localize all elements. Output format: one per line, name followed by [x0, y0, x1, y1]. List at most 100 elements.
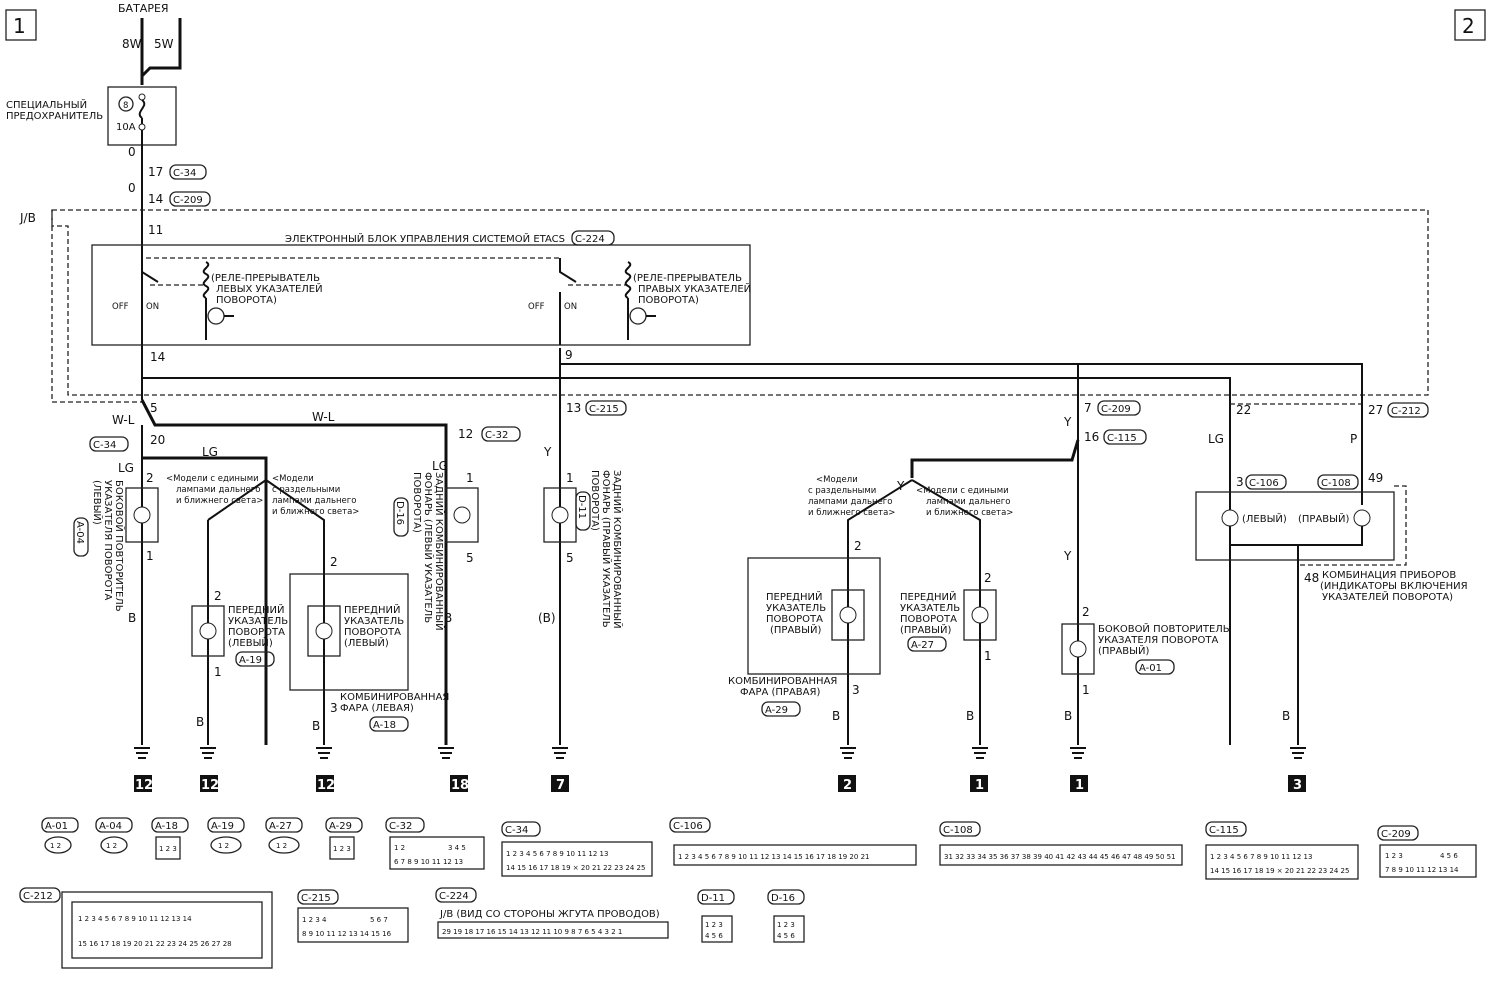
connector-a19-pins: 1 2 — [218, 842, 229, 850]
lamp-box-a04 — [125, 487, 159, 543]
connector-a29-pins: 1 2 3 — [333, 845, 351, 853]
wire-label-8w: 8W — [122, 37, 142, 51]
connector-d11: D-11 1 2 3 4 5 6 — [697, 889, 735, 943]
connector-c32-pins-top: 1 2 — [394, 844, 405, 852]
connector-a18: A-18 1 2 3 — [151, 817, 189, 860]
cluster-lamp-left — [1221, 509, 1239, 527]
relay-left-on: ON — [146, 302, 159, 312]
a27-label-1: ПЕРЕДНИЙ — [900, 590, 956, 603]
headlamp-right-box — [747, 557, 881, 675]
relay-left-label-1: (РЕЛЕ-ПРЕРЫВАТЕЛЬ — [211, 273, 320, 284]
a27-label-4: (ПРАВЫЙ) — [900, 623, 951, 636]
wire-lg-4: LG — [1208, 432, 1224, 446]
page-number-box-left — [5, 9, 37, 41]
page-number-left: 1 — [13, 14, 26, 38]
tag-c34-mid-frame — [89, 436, 129, 452]
connector-c209-pins-top: 1 2 3 — [1385, 852, 1403, 860]
fuse-number: 8 — [123, 101, 128, 111]
a01-pin-2: 2 — [1082, 605, 1090, 619]
cluster-dash — [1298, 485, 1407, 566]
relay-right-label-3: ПОВОРОТА) — [638, 295, 699, 306]
connector-a18-pins: 1 2 3 — [159, 845, 177, 853]
connector-a01-label: A-01 — [45, 821, 68, 832]
wire-lg-1: LG — [202, 445, 218, 459]
connector-c108-label: C-108 — [943, 825, 973, 836]
a29-comb-2: ФАРА (ПРАВАЯ) — [740, 687, 820, 698]
connector-c34-pins-bottom: 14 15 16 17 18 19 × 20 21 22 23 24 25 — [506, 864, 645, 872]
wire-b-2: B — [196, 715, 204, 729]
connector-d16: D-16 1 2 3 4 5 6 — [767, 889, 805, 943]
tag-a29: A-29 — [765, 705, 788, 716]
connector-a27: A-27 1 2 — [265, 817, 303, 854]
wire-wl-1: W-L — [112, 413, 135, 427]
wire-y-1: Y — [543, 445, 552, 459]
relay-right-coil — [624, 261, 632, 299]
ground-7-label: 1 — [975, 778, 984, 793]
d16-label-2: ФОНАРЬ (ЛЕВЫЙ УКАЗАТЕЛЬ — [422, 472, 435, 623]
d16-pin-1: 1 — [466, 471, 474, 485]
wire-y-branch — [910, 439, 1080, 478]
pin-22: 22 — [1236, 403, 1251, 417]
tag-c34-mid: C-34 — [93, 440, 116, 451]
wire-p: P — [1350, 432, 1357, 446]
tag-c212: C-212 — [1391, 406, 1421, 417]
a18-label-1: ПЕРЕДНИЙ — [344, 603, 400, 616]
wire-y-variant-a — [847, 479, 913, 745]
cluster-label-3: УКАЗАТЕЛЕЙ ПОВОРОТА) — [1322, 590, 1453, 603]
lamp-d16 — [453, 506, 471, 524]
jb-label: J/B — [19, 211, 36, 225]
wire-y-3: Y — [896, 479, 905, 493]
connector-c224-pins: 29 19 18 17 16 15 14 13 12 11 10 9 8 7 6… — [442, 928, 622, 936]
relay-right-contact — [559, 258, 577, 345]
pin-16: 16 — [1084, 430, 1099, 444]
connector-d11-pins-bottom: 4 5 6 — [705, 932, 723, 940]
connector-c32-pins-top2: 3 4 5 — [448, 844, 466, 852]
a29-pin-2: 2 — [854, 539, 862, 553]
wire-lg-2: LG — [118, 461, 134, 475]
variant-single-2: лампами дальнего — [176, 485, 260, 495]
ground-9: 3 — [1288, 747, 1306, 793]
d11-label-3: ПОВОРОТА) — [589, 470, 600, 531]
relay-right-label-1: (РЕЛЕ-ПРЕРЫВАТЕЛЬ — [633, 273, 742, 284]
connector-d16-pins-top: 1 2 3 — [777, 921, 795, 929]
a29-label-2: УКАЗАТЕЛЬ — [766, 603, 826, 614]
jb-outline-left — [51, 210, 142, 403]
lamp-box-d16 — [445, 487, 479, 543]
ground-5: 7 — [551, 747, 569, 793]
lamp-box-a18 — [307, 605, 341, 657]
a18-label-2: УКАЗАТЕЛЬ — [344, 616, 404, 627]
relay-left-wiring — [205, 298, 234, 340]
relay-right-transistor — [629, 307, 647, 325]
ground-5-label: 7 — [556, 778, 565, 793]
wire-color-0-b: 0 — [128, 181, 136, 195]
lamp-a01 — [1069, 640, 1087, 658]
a01-pin-1: 1 — [1082, 683, 1090, 697]
tag-a04: A-04 — [74, 521, 85, 544]
tag-a18: A-18 — [373, 720, 396, 731]
wire-lg-3: LG — [432, 459, 448, 473]
connector-a29-label: A-29 — [329, 821, 352, 832]
d11-pin-1: 1 — [566, 471, 574, 485]
cluster-internal — [1229, 526, 1363, 745]
variant-sep-4: и ближнего света> — [272, 507, 359, 517]
connector-a01-pins: 1 2 — [50, 842, 61, 850]
wire-label-5w: 5W — [154, 37, 174, 51]
a19-label-2: УКАЗАТЕЛЬ — [228, 616, 288, 627]
fuse-rating: 10A — [116, 122, 136, 133]
a29-comb-1: КОМБИНИРОВАННАЯ — [728, 676, 837, 687]
ground-2: 12 — [200, 747, 219, 793]
a29-label-4: (ПРАВЫЙ) — [770, 623, 821, 636]
a29-pin-3: 3 — [852, 683, 860, 697]
wire-b-5: B — [832, 709, 840, 723]
connector-c209-pins-top2: 4 5 6 — [1440, 852, 1458, 860]
variant-rsep-2: с раздельными — [808, 486, 876, 496]
variant-single-3: и ближнего света> — [176, 496, 263, 506]
tag-c212-frame — [1387, 402, 1429, 418]
lamp-box-a19 — [191, 605, 225, 657]
tag-a19: A-19 — [239, 655, 262, 666]
tag-a29-frame — [761, 701, 801, 717]
connector-a19: A-19 1 2 — [207, 817, 245, 854]
connector-c209-label: C-209 — [1381, 829, 1411, 840]
fuse-label-1: СПЕЦИАЛЬНЫЙ — [6, 98, 87, 111]
